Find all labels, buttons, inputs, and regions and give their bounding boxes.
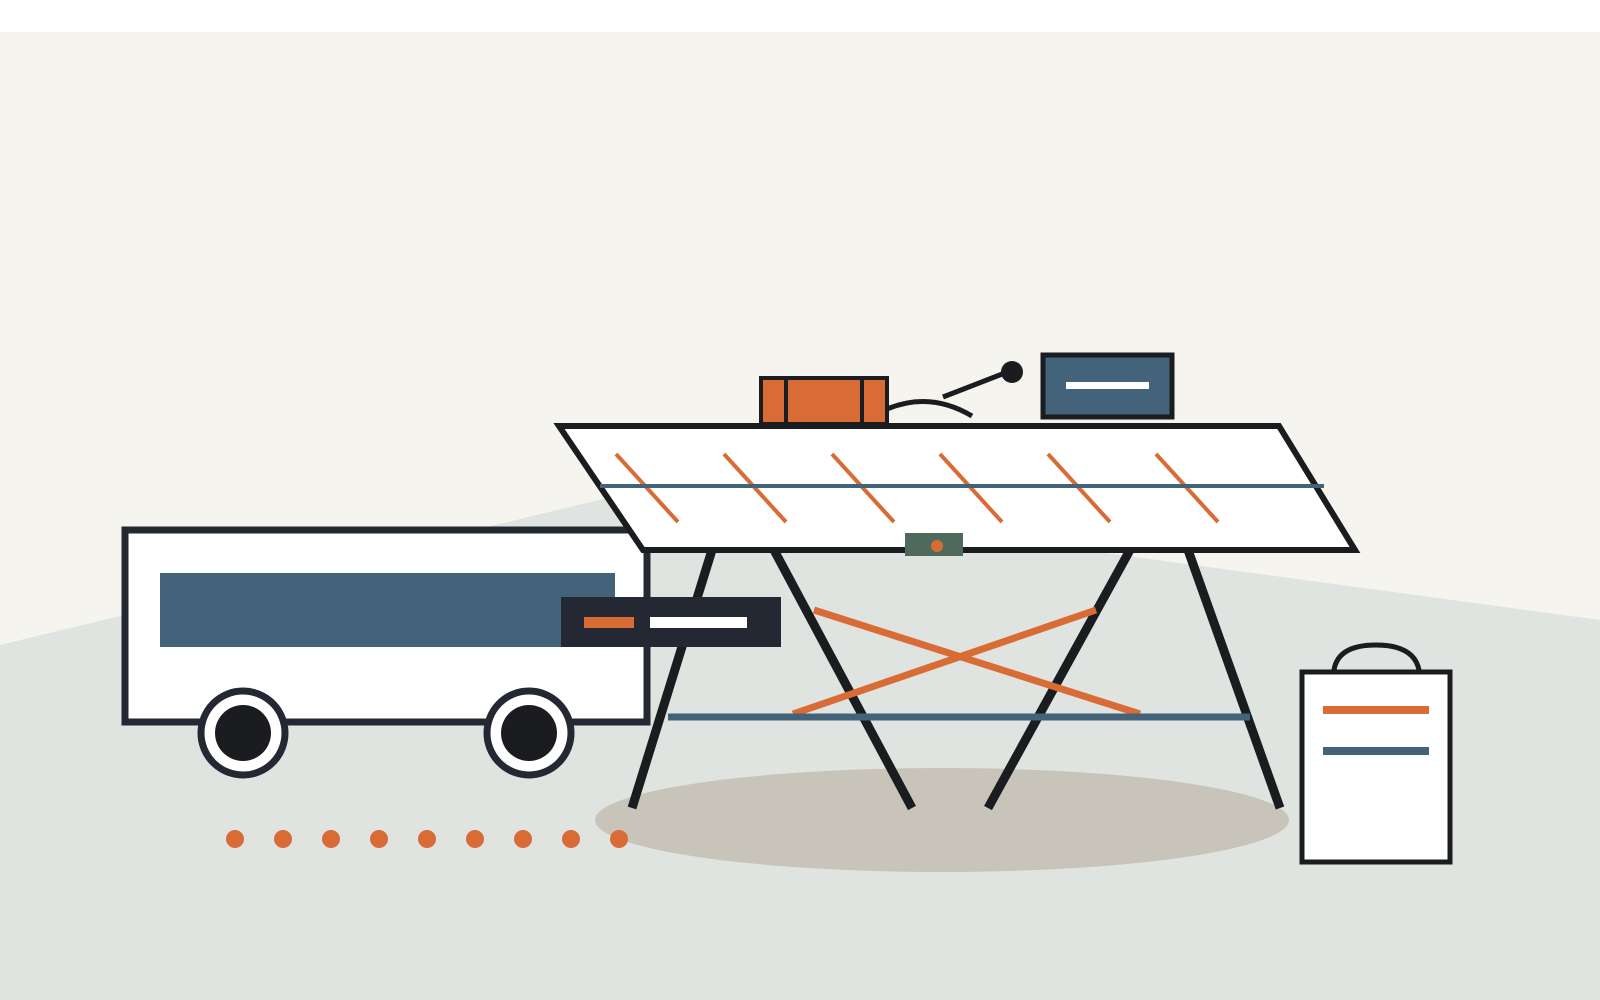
folding-table-icon — [553, 423, 1361, 556]
table-legs — [627, 547, 1285, 811]
shopping-bag-icon — [1299, 642, 1453, 865]
van-wheel-front — [197, 687, 289, 779]
table-drawer — [561, 597, 781, 647]
monitor-icon — [1040, 352, 1175, 420]
path-dot — [322, 830, 340, 848]
path-dot — [226, 830, 244, 848]
radio-icon — [759, 376, 889, 426]
van-icon — [121, 526, 651, 779]
bag-handle — [1331, 642, 1422, 671]
desk-lamp-icon — [886, 361, 1023, 419]
table-latch — [905, 533, 963, 556]
van-wheel-rear — [483, 687, 575, 779]
table-cross-brace — [791, 606, 1142, 718]
table-shadow — [595, 768, 1289, 872]
van-window — [160, 573, 615, 647]
path-dot — [370, 830, 388, 848]
path-dot — [418, 830, 436, 848]
path-dot — [562, 830, 580, 848]
top-bar — [0, 0, 1600, 32]
dotted-path-icon — [226, 830, 628, 848]
path-dot — [514, 830, 532, 848]
path-dot — [274, 830, 292, 848]
path-dot — [466, 830, 484, 848]
path-dot — [610, 830, 628, 848]
bag-body — [1299, 669, 1453, 865]
